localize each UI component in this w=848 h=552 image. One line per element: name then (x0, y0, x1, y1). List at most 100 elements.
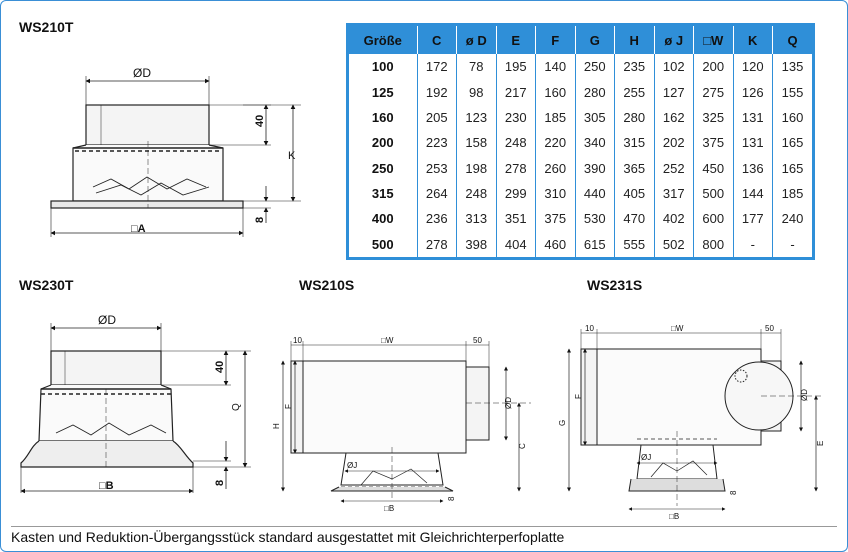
table-cell: 250 (575, 54, 615, 80)
table-header-cell: E (496, 26, 536, 54)
table-cell: 317 (654, 180, 694, 207)
table-cell: 230 (496, 104, 536, 131)
table-cell: 264 (417, 180, 457, 207)
table-header-cell: ø D (456, 26, 497, 54)
table-cell: 375 (535, 206, 576, 232)
label-f-ws231s: F (574, 394, 583, 399)
table-cell: 126 (733, 79, 773, 105)
label-c-ws210s: C (518, 443, 527, 449)
label-k-ws210t: K (288, 150, 296, 162)
label-ow-ws210s: □W (381, 336, 394, 345)
label-b-ws231s: □B (669, 512, 679, 521)
table-cell: 470 (614, 206, 655, 232)
table-cell: 313 (456, 206, 497, 232)
table-cell: 440 (575, 180, 615, 207)
table-cell: 365 (614, 155, 655, 181)
table-cell: 195 (496, 54, 536, 80)
label-a-ws210t: □A (131, 223, 146, 235)
table-cell: 253 (417, 155, 457, 181)
table-cell: 140 (535, 54, 576, 80)
label-f-ws210s: F (284, 404, 293, 409)
table-header-cell: C (417, 26, 457, 54)
table-cell: 160 (781, 109, 804, 125)
table-cell: 172 (417, 54, 457, 80)
label-50-ws210s: 50 (473, 336, 482, 345)
table-cell-size: 500 (349, 231, 418, 257)
drawing-ws210s (280, 341, 531, 503)
label-od-ws210t: ØD (133, 66, 151, 80)
table-cell: 158 (456, 130, 497, 156)
table-cell: 299 (496, 180, 536, 207)
table-cell: 223 (417, 130, 457, 156)
table-cell: 375 (693, 130, 734, 156)
table-cell: 390 (575, 155, 615, 181)
title-ws231s: WS231S (587, 277, 643, 293)
table-cell-size: 200 (349, 130, 418, 156)
table-cell: 450 (693, 155, 734, 181)
table-cell: 248 (456, 180, 497, 207)
table-header-cell: H (614, 26, 655, 54)
table-cell: 255 (614, 79, 655, 105)
table-cell: - (733, 231, 773, 257)
table-cell: 202 (654, 130, 694, 156)
table-cell: 136 (733, 155, 773, 181)
label-40-ws210t: 40 (254, 115, 266, 127)
table-cell: 240 (781, 211, 804, 227)
table-header-cell: ø J (654, 26, 694, 54)
table-cell-size: 100 (349, 54, 418, 80)
table-header-cell: G (575, 26, 615, 54)
table-cell: 502 (654, 231, 694, 257)
table-header-cell: Q (772, 26, 812, 54)
table-cell-size: 250 (349, 155, 418, 181)
table-cell: 252 (654, 155, 694, 181)
drawing-ws231s (566, 329, 821, 511)
table-cell: 160 (535, 79, 576, 105)
table-cell: 248 (496, 130, 536, 156)
table-header-cell: Größe (349, 26, 418, 54)
label-8-ws210t: 8 (254, 217, 266, 223)
table-cell: 192 (417, 79, 457, 105)
label-h-ws210s: H (272, 423, 281, 429)
label-8-ws231s: 8 (729, 490, 738, 495)
footer-note: Kasten und Reduktion-Übergangsstück stan… (11, 526, 837, 548)
label-50-ws231s: 50 (765, 324, 774, 333)
table-cell: 278 (417, 231, 457, 257)
table-cell: 500 (693, 180, 734, 207)
table-cell: 127 (654, 79, 694, 105)
table-cell: 280 (614, 104, 655, 131)
table-cell: - (790, 236, 795, 252)
table-cell: 305 (575, 104, 615, 131)
label-oj-ws210s: ØJ (347, 461, 357, 470)
label-od-ws231s: ØD (800, 389, 809, 401)
table-cell: 340 (575, 130, 615, 156)
table-cell: 460 (535, 231, 576, 257)
table-cell: 165 (781, 135, 804, 151)
table-cell: 205 (417, 104, 457, 131)
table-cell: 177 (733, 206, 773, 232)
title-ws230t: WS230T (19, 277, 74, 293)
label-ow-ws231s: □W (671, 324, 684, 333)
table-cell: 131 (733, 130, 773, 156)
table-cell: 185 (535, 104, 576, 131)
table-cell: 185 (781, 186, 804, 202)
label-10-ws210s: 10 (293, 336, 302, 345)
table-cell: 404 (496, 231, 536, 257)
title-ws210t: WS210T (19, 19, 74, 35)
label-g-ws231s: G (558, 420, 567, 426)
table-cell: 131 (733, 104, 773, 131)
label-e-ws231s: E (816, 441, 825, 446)
table-cell-size: 400 (349, 206, 418, 232)
drawing-ws230t (20, 323, 251, 494)
table-cell: 220 (535, 130, 576, 156)
label-b-ws230t: □B (99, 480, 114, 492)
table-cell: 398 (456, 231, 497, 257)
